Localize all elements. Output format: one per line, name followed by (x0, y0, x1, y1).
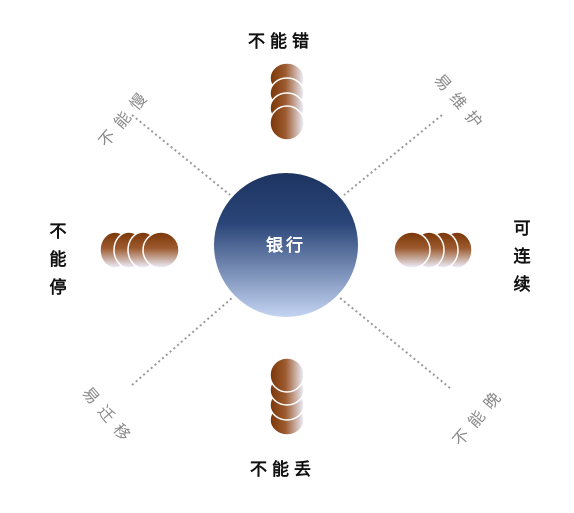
coin-stack-right (393, 231, 473, 269)
coin-stack-bottom (269, 357, 305, 436)
coin-stack-top (269, 62, 305, 141)
bank-hub-circle (214, 173, 358, 317)
connector-top-right (343, 114, 443, 196)
hub-label: 银行 (266, 236, 306, 256)
label-right: 可连续 (513, 219, 531, 295)
connector-top-left (131, 114, 231, 196)
label-top: 不能错 (248, 32, 314, 52)
label-bottom: 不能丢 (250, 460, 316, 480)
coin-stack-left (99, 231, 180, 269)
connector-bottom-left (131, 297, 233, 386)
connector-bottom-right (339, 297, 451, 389)
label-left: 不能停 (49, 222, 67, 298)
